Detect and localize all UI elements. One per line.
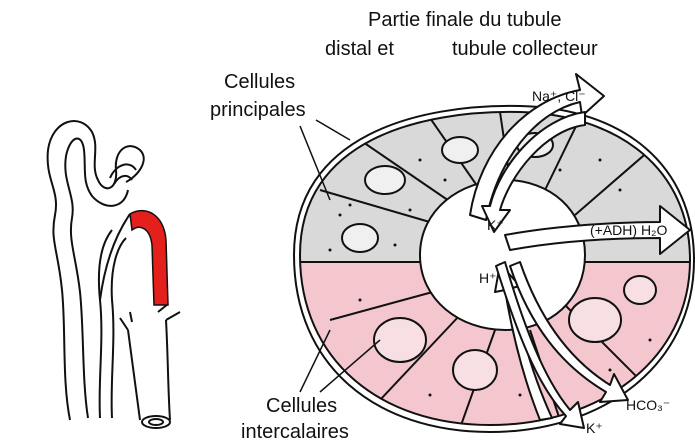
principal-cells-label-2: principales — [210, 98, 306, 122]
k-lower-label: K⁺ — [586, 420, 603, 436]
k-upper-label: K⁺ — [487, 217, 504, 233]
h-plus-label: H⁺ — [479, 270, 497, 286]
hco3-label: HCO₃⁻ — [626, 397, 670, 413]
principal-pointer-1 — [316, 120, 350, 140]
intercalated-cells-label-2: intercalaires — [241, 420, 349, 444]
intercalated-cells-label-1: Cellules — [266, 394, 337, 418]
na-cl-label: Na⁺, Cl⁻ — [532, 88, 586, 104]
principal-cells-label-1: Cellules — [224, 70, 295, 94]
title-line-2-right: tubule collecteur — [452, 37, 598, 61]
title-line-1: Partie finale du tubule — [368, 8, 561, 32]
adh-water-label: (+ADH) H₂O — [590, 222, 667, 238]
title-line-2-left: distal et — [325, 37, 394, 61]
